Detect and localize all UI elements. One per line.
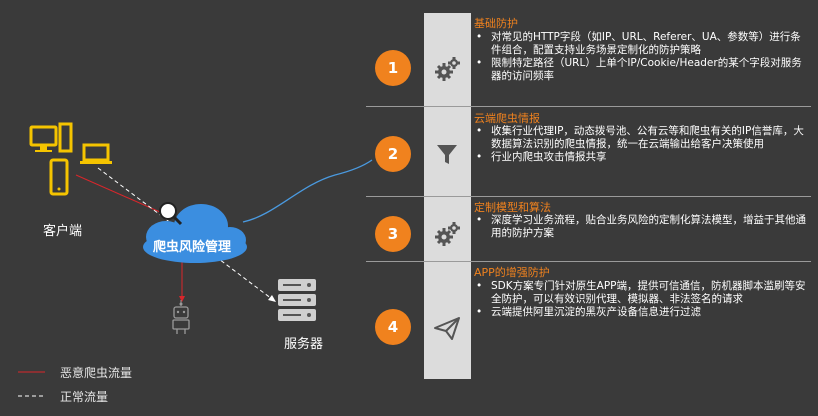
bullet-item: 限制特定路径（URL）上单个IP/Cookie/Header的某个字段对服务器的… — [474, 57, 810, 83]
robot-icon — [172, 300, 190, 334]
section-bullets-4: SDK方案专门针对原生APP端，提供可信通信，防机器脚本滥刷等安全防护，可以有效… — [474, 280, 810, 319]
section-number-2: 2 — [375, 136, 411, 172]
bullet-item: 云端提供阿里沉淀的黑灰产设备信息进行过滤 — [474, 306, 810, 319]
section-number-4: 4 — [375, 309, 411, 345]
gears-icon — [435, 222, 460, 246]
bullet-item: 收集行业代理IP，动态拨号池、公有云等和爬虫有关的IP信誉库，大数据算法识别的爬… — [474, 125, 810, 151]
section-number-3: 3 — [375, 216, 411, 252]
bullet-item: 深度学习业务流程，贴合业务风险的定制化算法模型，增益于其他通用的防护方案 — [474, 214, 810, 240]
section-divider — [366, 106, 811, 107]
legend-normal-label: 正常流量 — [60, 390, 109, 404]
server-label: 服务器 — [284, 337, 324, 352]
malicious-flow-line — [75, 174, 161, 213]
bullet-item: 行业内爬虫攻击情报共享 — [474, 151, 810, 164]
section-bullets-3: 深度学习业务流程，贴合业务风险的定制化算法模型，增益于其他通用的防护方案 — [474, 214, 810, 240]
section-bullets-2: 收集行业代理IP，动态拨号池、公有云等和爬虫有关的IP信誉库，大数据算法识别的爬… — [474, 125, 810, 164]
paper-plane-icon — [434, 317, 460, 340]
magnifier-icon — [159, 202, 183, 226]
bullet-item: SDK方案专门针对原生APP端，提供可信通信，防机器脚本滥刷等安全防护，可以有效… — [474, 280, 810, 306]
section-number-1: 1 — [375, 50, 411, 86]
gears-icon — [435, 57, 460, 81]
section-title-1: 基础防护 — [474, 17, 518, 30]
laptop-icon — [80, 143, 112, 164]
bullet-item: 对常见的HTTP字段（如IP、URL、Referer、UA、参数等）进行条件组合… — [474, 31, 810, 57]
section-title-2: 云端爬虫情报 — [474, 112, 540, 125]
connector-curve — [242, 159, 373, 223]
server-icon — [278, 279, 316, 321]
cloud-icon — [143, 204, 247, 263]
normal-flow-line — [97, 167, 277, 303]
desktop-icon — [29, 122, 73, 153]
legend-malicious-label: 恶意爬虫流量 — [60, 366, 133, 380]
section-title-3: 定制模型和算法 — [474, 201, 551, 214]
section-divider — [366, 196, 811, 197]
section-divider — [366, 261, 811, 262]
cloud-label: 爬虫风险管理 — [153, 240, 232, 255]
section-title-4: APP的增强防护 — [474, 266, 550, 279]
architecture-diagram — [18, 122, 373, 397]
section-bullets-1: 对常见的HTTP字段（如IP、URL、Referer、UA、参数等）进行条件组合… — [474, 31, 810, 83]
funnel-icon — [437, 145, 457, 164]
client-label: 客户端 — [43, 224, 83, 239]
phone-icon — [49, 158, 69, 196]
